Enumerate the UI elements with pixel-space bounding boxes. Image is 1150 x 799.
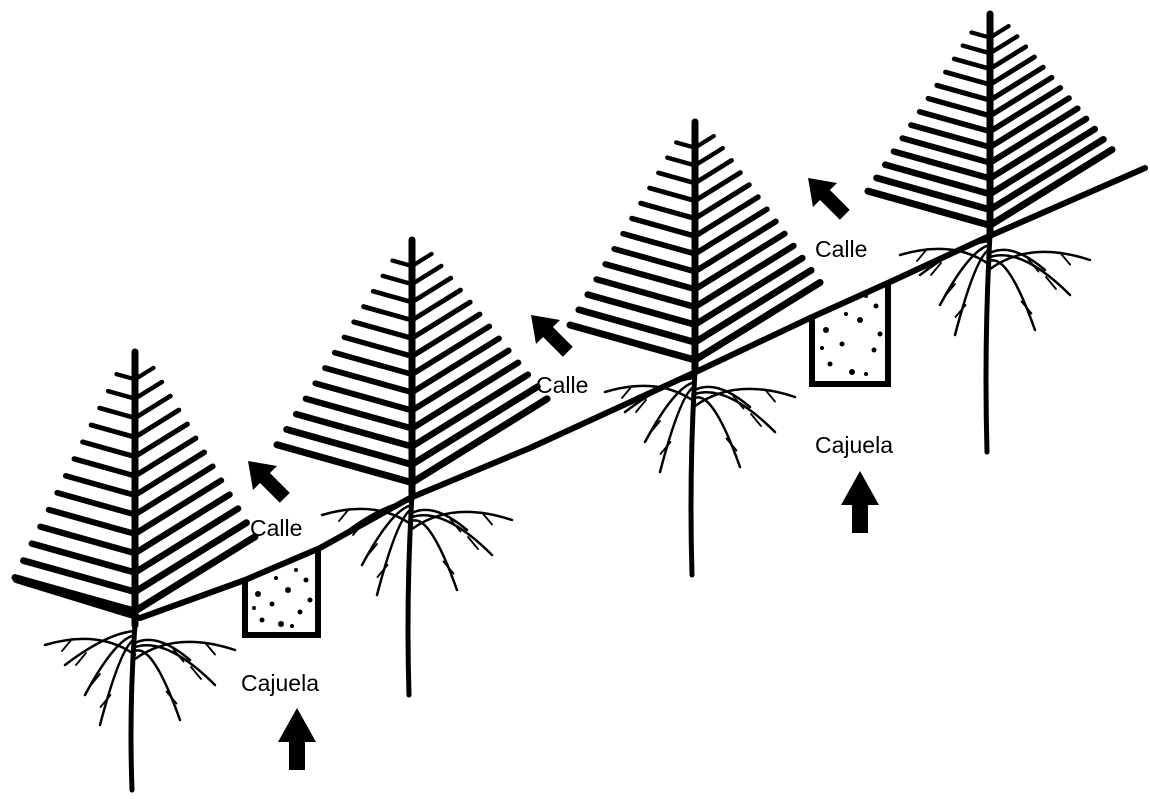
tree-seedling-icon [570,122,820,575]
calle-label: Calle [250,517,302,540]
arrow-icon [841,471,879,533]
calle-label: Calle [815,238,867,261]
tree-seedling-icon [15,352,255,790]
arrow-icon [519,303,580,364]
tree-seedling-icon [868,14,1112,452]
arrow-icon [278,708,316,770]
cajuela-label: Cajuela [241,672,319,695]
soil-pit-icon [245,548,318,635]
cajuela-label: Cajuela [815,434,893,457]
arrow-icon [796,166,857,227]
arrow-icon [236,449,297,510]
calle-label: Calle [536,374,588,397]
